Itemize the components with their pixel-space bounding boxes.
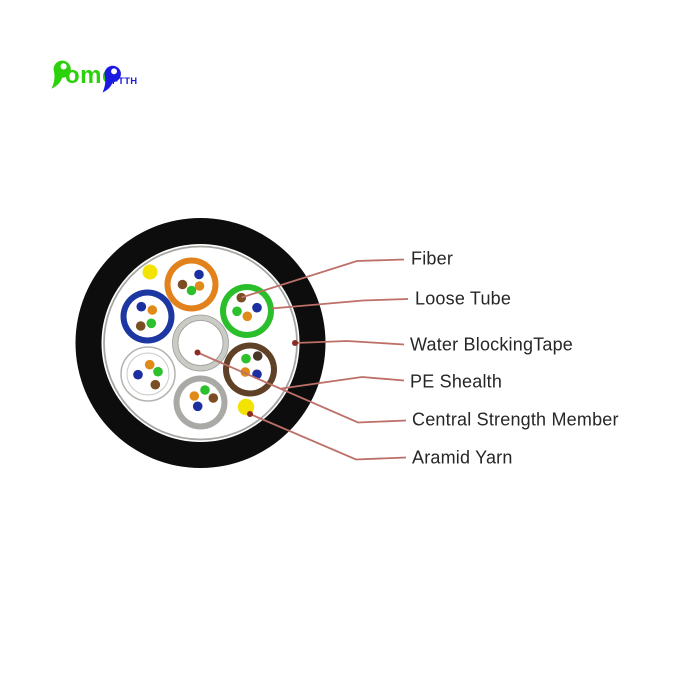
water-blocking-tape-leader bbox=[294, 340, 405, 346]
fiber-dot bbox=[194, 269, 204, 280]
fiber-dot bbox=[242, 311, 253, 322]
fiber-dot bbox=[144, 359, 155, 370]
fiber-dot bbox=[153, 366, 163, 377]
label-loose-tube: Loose Tube bbox=[415, 288, 512, 309]
fiber-dot bbox=[146, 318, 157, 329]
fiber-dot bbox=[150, 379, 161, 390]
fiber-dot bbox=[133, 369, 143, 380]
central-strength-member-core bbox=[177, 320, 224, 366]
orange-loose-tube-core bbox=[170, 263, 213, 306]
brand-logo: omc FTTH bbox=[0, 0, 200, 110]
fiber-dot bbox=[232, 306, 242, 317]
fiber-leader bbox=[241, 258, 405, 299]
fiber-dot bbox=[241, 353, 251, 364]
label-aramid-yarn: Aramid Yarn bbox=[412, 447, 513, 468]
fiber-dot bbox=[236, 292, 247, 303]
fiber-dot bbox=[200, 385, 210, 395]
label-pe-sheath: PE Shealth bbox=[410, 371, 503, 392]
label-fiber: Fiber bbox=[411, 248, 454, 269]
label-central-strength-member: Central Strength Member bbox=[412, 409, 619, 430]
label-water-blocking-tape: Water BlockingTape bbox=[410, 334, 574, 355]
fiber-dot bbox=[192, 401, 203, 412]
logo-yinyang-green-icon bbox=[51, 60, 71, 89]
logo-yinyang-blue-icon bbox=[102, 65, 121, 93]
fiber-dot bbox=[135, 321, 146, 331]
fiber-dot bbox=[186, 285, 197, 296]
aramid-yarn-dot bbox=[142, 264, 158, 280]
fiber-dot bbox=[136, 301, 147, 312]
blue-loose-tube-core bbox=[126, 295, 169, 338]
fiber-dot bbox=[208, 393, 219, 403]
fiber-dot bbox=[252, 302, 262, 313]
central-strength-member-leader-dot bbox=[194, 349, 201, 356]
logo-text-sub: FTTH bbox=[112, 76, 138, 87]
aramid-yarn-leader-dot bbox=[247, 411, 253, 417]
fiber-dot bbox=[147, 305, 158, 315]
fiber-dot bbox=[177, 279, 188, 290]
central-strength-member-leader bbox=[197, 351, 407, 424]
pe-sheath-leader bbox=[281, 376, 405, 390]
water-blocking-tape-leader-dot bbox=[292, 340, 298, 346]
fiber-dot bbox=[194, 281, 205, 291]
aramid-yarn-leader bbox=[249, 413, 407, 461]
green-loose-tube-core bbox=[226, 290, 268, 332]
fiber-dot bbox=[252, 351, 263, 361]
loose-tube-leader bbox=[271, 298, 409, 310]
fiber-dot bbox=[189, 391, 200, 401]
